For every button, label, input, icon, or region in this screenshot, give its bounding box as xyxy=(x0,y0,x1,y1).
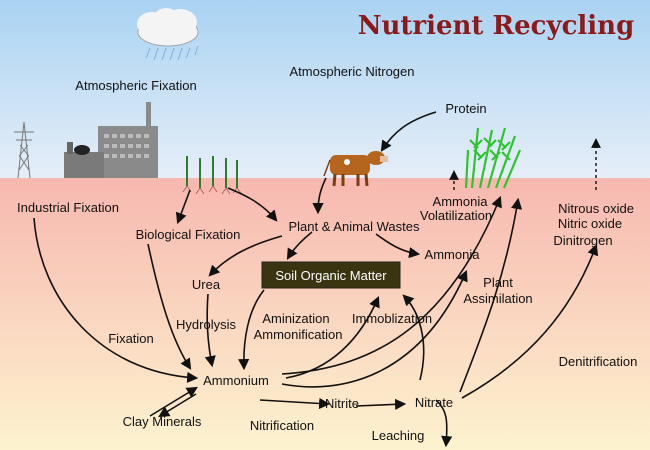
diagram-arrows xyxy=(33,111,601,448)
label-clay-minerals: Clay Minerals xyxy=(123,414,202,429)
label-dinitrogen: Dinitrogen xyxy=(553,233,612,248)
label-nitrite: Nitrite xyxy=(325,396,359,411)
soil-organic-matter-box xyxy=(261,261,401,289)
soil-organic-matter-label: Soil Organic Matter xyxy=(275,268,387,283)
label-atmospheric-fixation: Atmospheric Fixation xyxy=(75,78,196,93)
label-ammonia-volatilization-1: Ammonia xyxy=(433,194,489,209)
green-grass-icon xyxy=(464,127,522,189)
power-tower-icon xyxy=(14,121,34,179)
label-ammonium: Ammonium xyxy=(203,373,269,388)
label-biological-fixation: Biological Fixation xyxy=(136,227,241,242)
label-aminization: Aminization xyxy=(262,311,329,326)
label-immoblization: Immoblization xyxy=(352,311,432,326)
label-hydrolysis: Hydrolysis xyxy=(176,317,236,332)
label-plant-animal-wastes: Plant & Animal Wastes xyxy=(288,219,420,234)
label-leaching: Leaching xyxy=(372,428,425,443)
label-ammonia-volatilization-2: Volatilization xyxy=(420,208,492,223)
label-atmospheric-nitrogen: Atmospheric Nitrogen xyxy=(290,64,415,79)
page-title: Nutrient Recycling xyxy=(358,11,635,41)
label-nitrous-oxide: Nitrous oxide xyxy=(558,201,634,216)
label-nitrate: Nitrate xyxy=(415,395,453,410)
factory-icon xyxy=(64,102,158,178)
cow-icon xyxy=(323,151,388,187)
label-nitrification: Nitrification xyxy=(250,418,314,433)
rain-cloud-icon xyxy=(137,8,199,61)
label-ammonia: Ammonia xyxy=(425,247,481,262)
label-denitrification: Denitrification xyxy=(559,354,638,369)
label-nitric-oxide: Nitric oxide xyxy=(558,216,622,231)
label-urea: Urea xyxy=(192,277,221,292)
label-protein: Protein xyxy=(445,101,486,116)
label-ammonification: Ammonification xyxy=(254,327,343,342)
crop-plants-icon xyxy=(182,156,242,195)
label-assimilation: Assimilation xyxy=(463,291,532,306)
label-plant: Plant xyxy=(483,275,513,290)
label-industrial-fixation: Industrial Fixation xyxy=(17,200,119,215)
label-fixation: Fixation xyxy=(108,331,154,346)
